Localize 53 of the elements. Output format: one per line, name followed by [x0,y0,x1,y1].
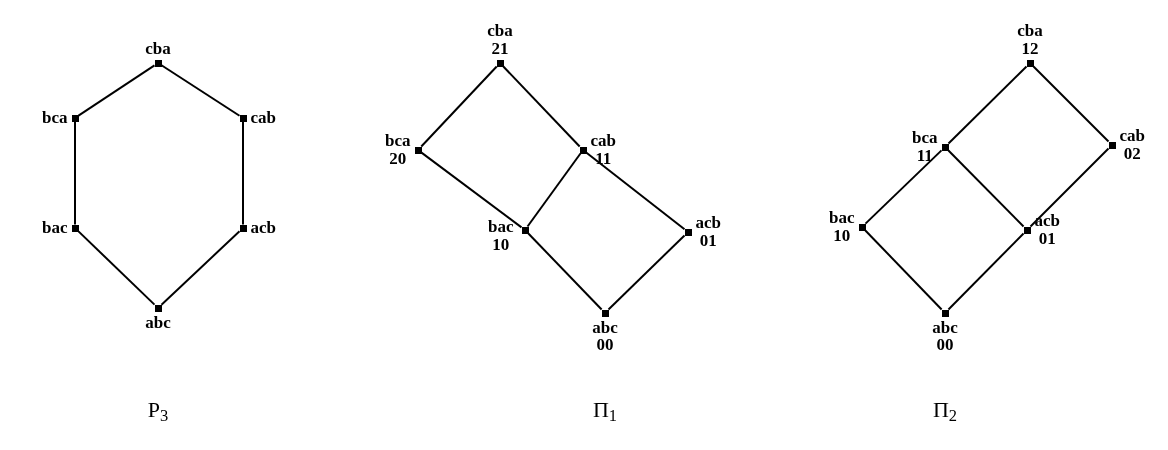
subfigure-label: P$_{3}$ [147,398,169,422]
subfigure-label: Π$_{2}$ [932,398,958,422]
vertex-label: cab [250,109,276,127]
vertex-label: abc [932,318,958,337]
vertex-label: 00 [596,336,614,355]
vertex-label: 02 [1123,145,1141,163]
connector-line [607,234,686,311]
vertex-label: 21 [491,39,509,58]
connector-line [502,65,581,148]
vertex-label: bca [912,129,938,147]
vertex-label: 20 [389,150,407,168]
vertex-label: acb [695,214,721,232]
connector-line [1029,147,1110,228]
connector-line [160,64,241,117]
vertex-label: abc [592,318,618,337]
vertex-label: cab [590,132,616,150]
vertex-label: 11 [916,147,933,165]
connector-line [947,232,1025,311]
connector-line [1032,65,1110,143]
connector-line [864,229,943,311]
connector-line [74,120,76,226]
connector-line [526,152,582,228]
vertex-label: bca [42,109,68,127]
vertex-label: bac [42,219,68,237]
connector-line [242,120,244,226]
connector-line [420,65,498,148]
vertex-label: 11 [595,150,612,168]
vertex-label: 12 [1021,39,1039,58]
vertex-label: cab [1119,127,1145,145]
vertex-label: bac [488,217,514,236]
vertex-label: abc [145,313,171,332]
connector-line [77,230,156,306]
connector-line [947,149,1025,228]
subfigure-label: Π$_{1}$ [592,398,618,422]
vertex-label: cba [1017,21,1043,40]
vertex-label: acb [1034,212,1060,230]
vertex-label: 01 [1038,230,1056,248]
vertex-label: bca [385,132,411,150]
connector-line [527,232,603,311]
connector-line [585,151,686,231]
connector-line [160,230,241,306]
vertex-label: 01 [699,232,717,250]
vertex-label: 10 [492,235,510,254]
connector-line [864,149,943,225]
connector-line [77,64,156,117]
connector-line [947,65,1028,145]
vertex-label: cba [145,39,171,58]
vertex-label: cba [487,21,513,40]
connector-line [420,151,523,229]
vertex-label: 10 [833,227,851,245]
vertex-label: bac [829,209,855,227]
vertex-label: acb [250,219,276,237]
vertex-label: 00 [936,336,954,355]
